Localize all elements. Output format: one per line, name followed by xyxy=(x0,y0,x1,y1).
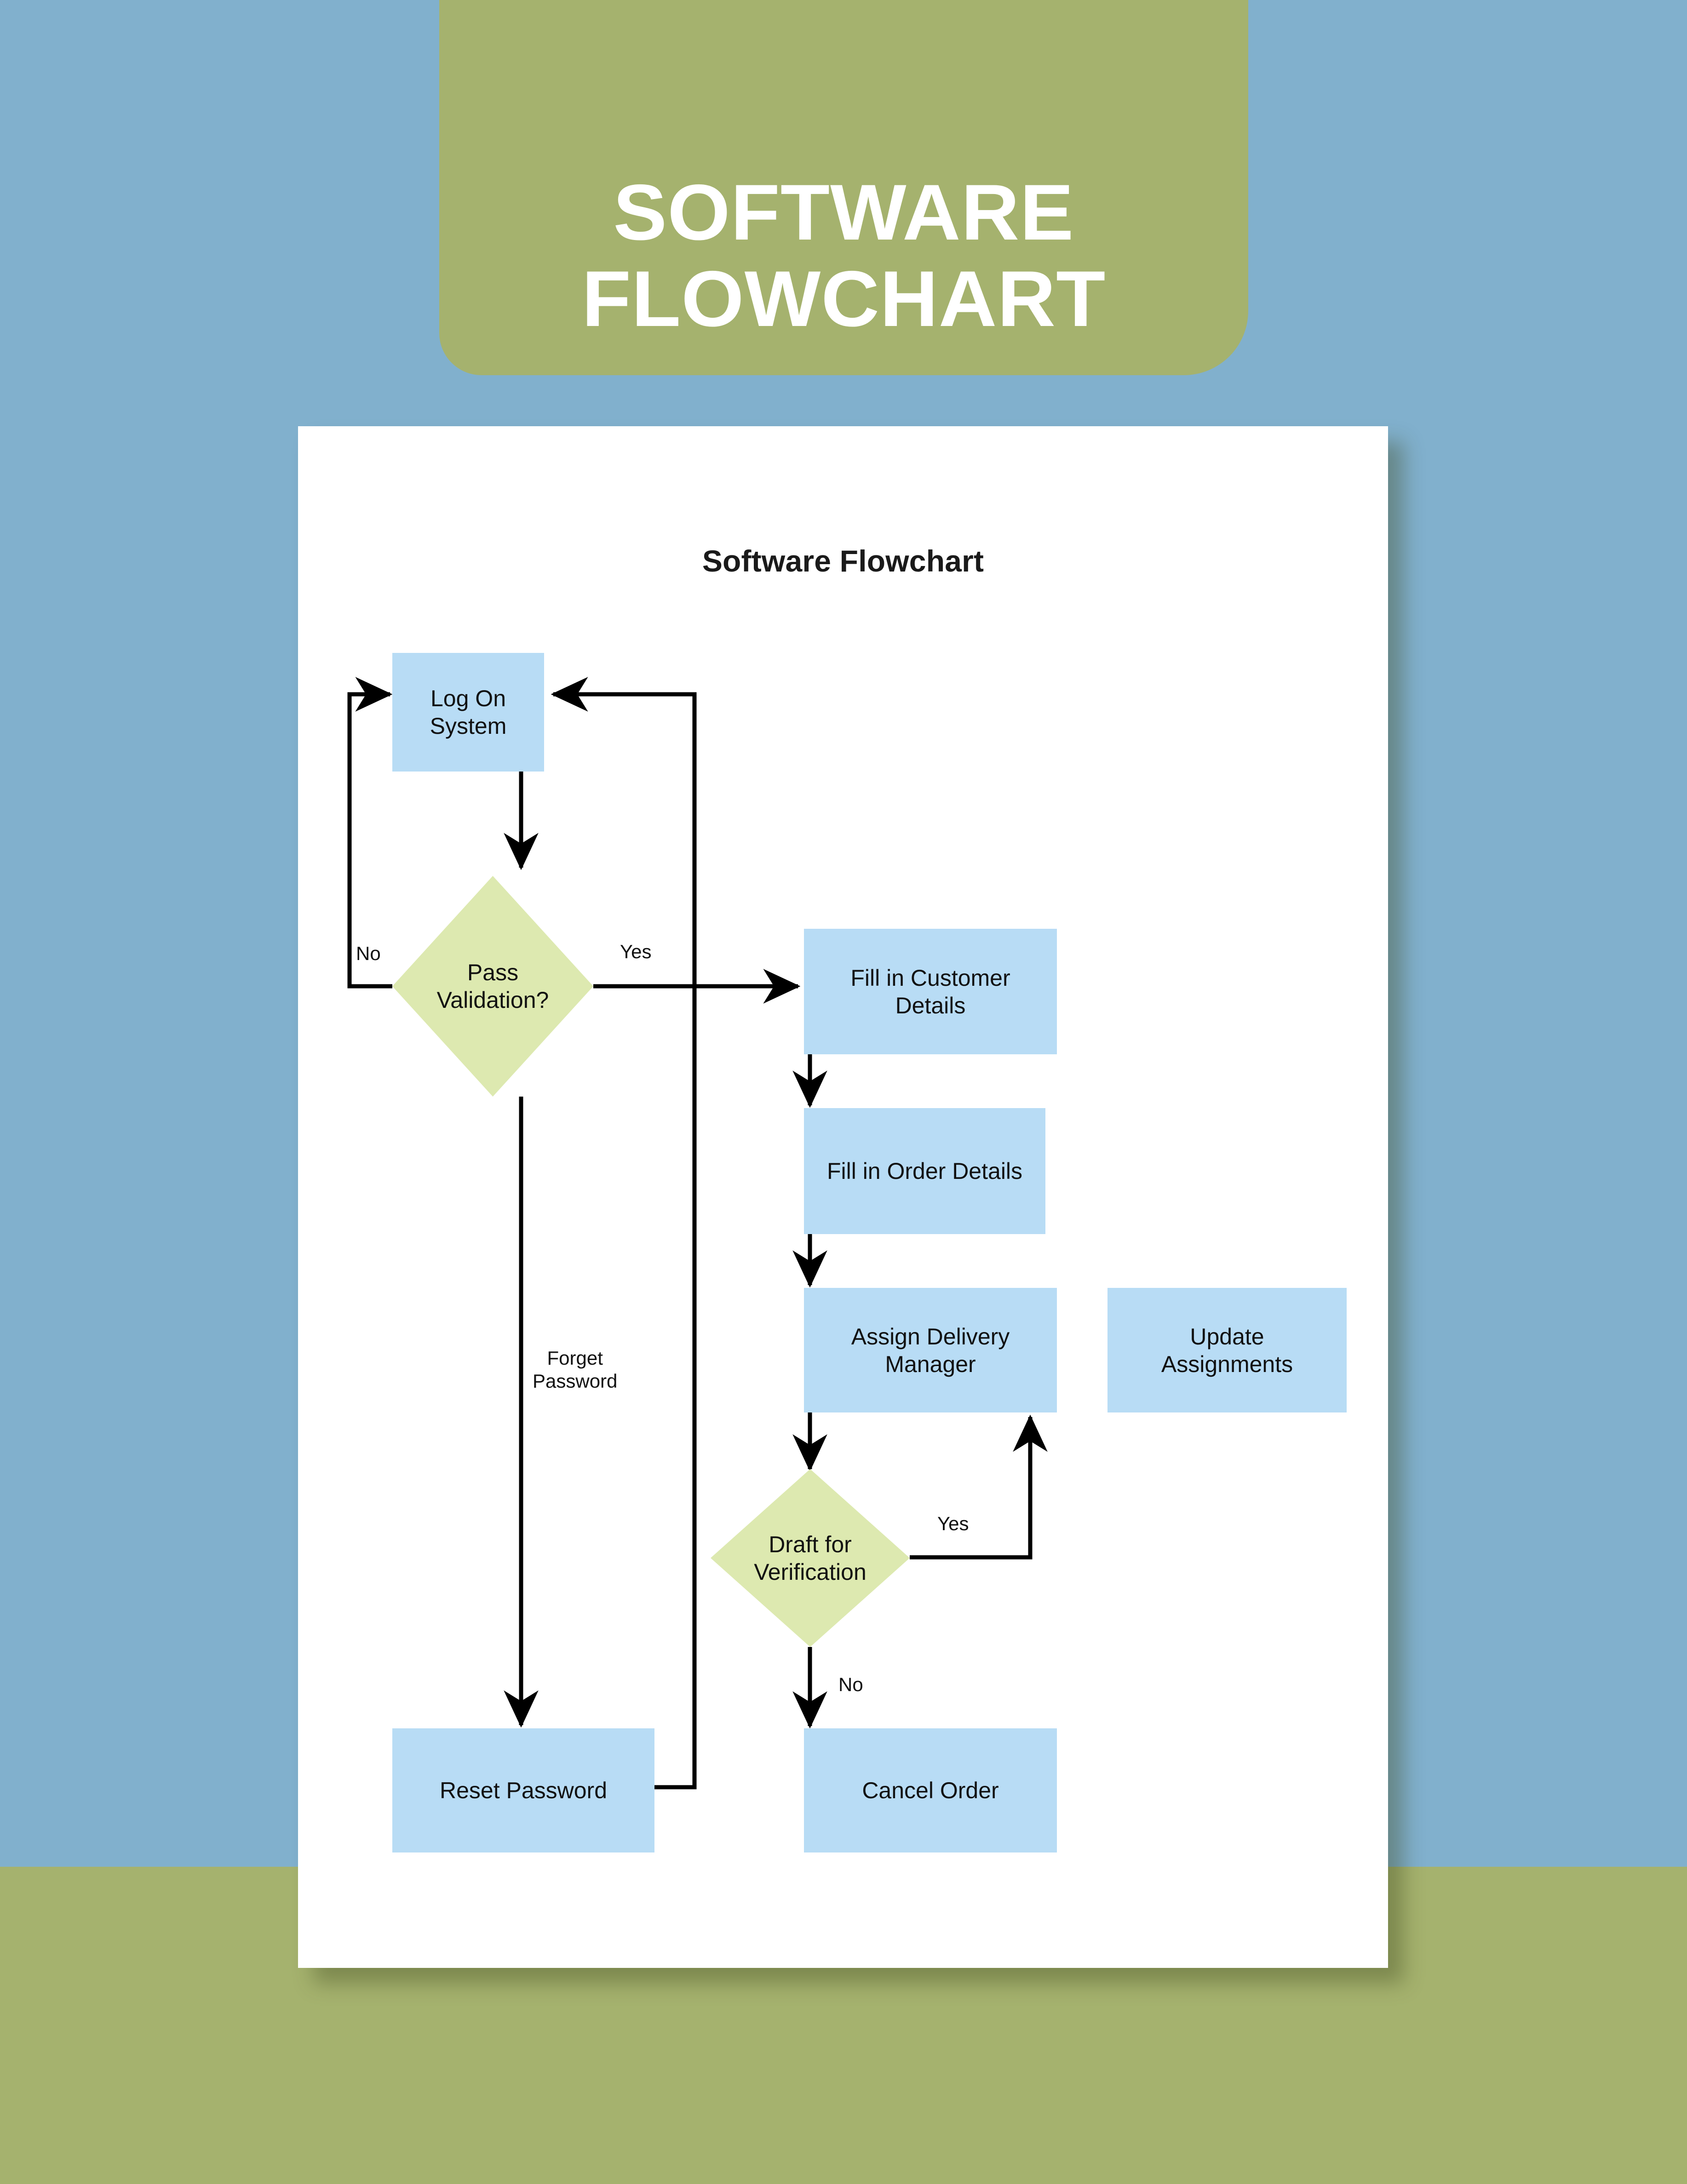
node-label: Log On System xyxy=(430,686,507,739)
node-label: Reset Password xyxy=(439,1778,608,1803)
node-label: Cancel Order xyxy=(862,1778,999,1803)
node-fill-order-details[interactable]: Fill in Order Details xyxy=(804,1108,1045,1234)
edge-label-yes-verification: Yes xyxy=(937,1513,969,1534)
edge-label-no-validation: No xyxy=(356,943,381,964)
node-assign-delivery-manager[interactable]: Assign Delivery Manager xyxy=(804,1288,1057,1412)
node-label: Update Assignments xyxy=(1161,1323,1293,1377)
header-plaque: SOFTWARE FLOWCHART xyxy=(439,0,1248,375)
node-fill-customer-details[interactable]: Fill in Customer Details xyxy=(804,929,1057,1054)
node-update-assignments[interactable]: Update Assignments xyxy=(1107,1288,1347,1412)
node-label: Fill in Customer Details xyxy=(850,965,1010,1018)
node-label: Draft for Verification xyxy=(754,1531,866,1585)
edge-label-yes-validation: Yes xyxy=(620,941,652,962)
flowchart-card: Software Flowchart xyxy=(298,426,1388,1968)
page-title: Software Flowchart xyxy=(702,544,984,578)
node-cancel-order[interactable]: Cancel Order xyxy=(804,1728,1057,1852)
edge-label-no-verification: No xyxy=(838,1674,863,1695)
node-label: Fill in Order Details xyxy=(826,1158,1023,1184)
node-label: Assign Delivery Manager xyxy=(851,1323,1010,1377)
node-label: Pass Validation? xyxy=(436,960,549,1013)
flowchart-diagram: Log On System Pass Validation? Fill in C… xyxy=(298,426,1388,1968)
edge-label-forget-password: Forget Password xyxy=(533,1347,618,1392)
node-log-on-system[interactable]: Log On System xyxy=(392,653,544,772)
header-title-line2: FLOWCHART xyxy=(581,255,1106,343)
node-reset-password[interactable]: Reset Password xyxy=(392,1728,654,1852)
connector-lines xyxy=(347,677,1048,1790)
header-title-line1: SOFTWARE xyxy=(613,168,1074,257)
